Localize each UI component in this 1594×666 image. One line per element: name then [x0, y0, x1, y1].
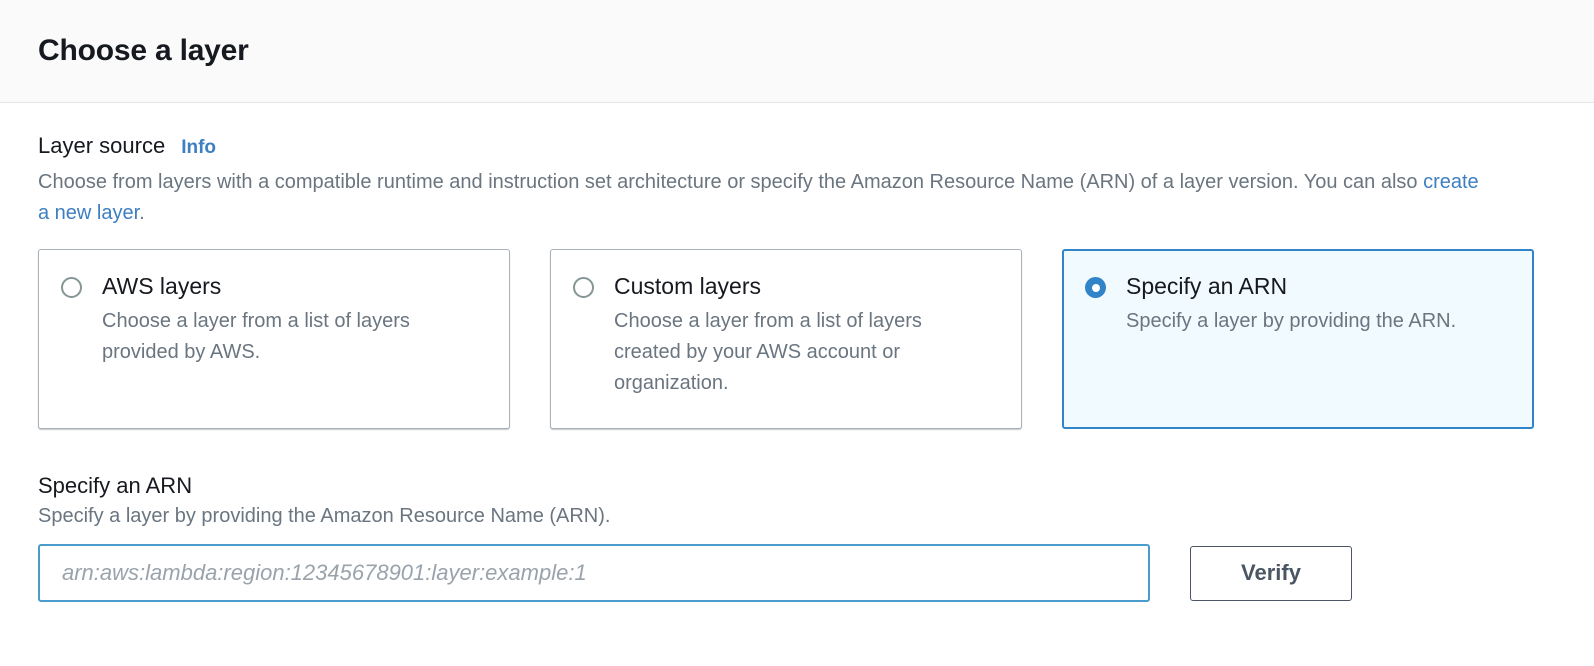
info-link[interactable]: Info: [181, 137, 217, 158]
radio-tile-specify-an-arn-description: Specify a layer by providing the ARN.: [1126, 310, 1457, 332]
radio-tile-aws-layers-text: AWS layers Choose a layer from a list of…: [102, 272, 482, 406]
verify-button[interactable]: Verify: [1190, 545, 1352, 601]
radio-tile-custom-layers-description: Choose a layer from a list of layers cre…: [614, 310, 922, 394]
radio-tile-aws-layers[interactable]: AWS layers Choose a layer from a list of…: [38, 249, 510, 429]
arn-input-row: Verify: [38, 544, 1556, 602]
layer-source-description: Choose from layers with a compatible run…: [38, 167, 1483, 229]
layer-source-description-suffix: .: [139, 202, 145, 224]
radio-tile-custom-layers[interactable]: Custom layers Choose a layer from a list…: [550, 249, 1022, 429]
layer-source-label: Layer source: [38, 133, 166, 158]
layer-source-description-text: Choose from layers with a compatible run…: [38, 171, 1424, 193]
radio-icon-custom-layers[interactable]: [573, 277, 594, 298]
layer-source-radio-group: AWS layers Choose a layer from a list of…: [38, 249, 1556, 429]
radio-tile-specify-an-arn-title: Specify an ARN: [1126, 273, 1288, 299]
layer-source-label-row: Layer source Info: [38, 133, 1556, 159]
create-a-new-layer-link[interactable]: create a new layer: [38, 171, 1479, 224]
dialog-body: Layer source Info Choose from layers wit…: [0, 103, 1594, 602]
radio-tile-aws-layers-title: AWS layers: [102, 273, 222, 299]
radio-icon-specify-an-arn[interactable]: [1085, 277, 1106, 298]
arn-section: Specify an ARN Specify a layer by provid…: [38, 473, 1556, 602]
arn-input[interactable]: [38, 544, 1150, 602]
radio-tile-custom-layers-text: Custom layers Choose a layer from a list…: [614, 272, 994, 406]
radio-tile-aws-layers-description: Choose a layer from a list of layers pro…: [102, 310, 410, 363]
page-title: Choose a layer: [38, 34, 249, 67]
radio-tile-specify-an-arn[interactable]: Specify an ARN Specify a layer by provid…: [1062, 249, 1534, 429]
radio-tile-specify-an-arn-text: Specify an ARN Specify a layer by provid…: [1126, 272, 1456, 406]
radio-icon-aws-layers[interactable]: [61, 277, 82, 298]
dialog-header: Choose a layer: [0, 0, 1594, 103]
arn-section-label: Specify an ARN: [38, 473, 193, 498]
arn-section-description: Specify a layer by providing the Amazon …: [38, 505, 611, 527]
radio-tile-custom-layers-title: Custom layers: [614, 273, 761, 299]
